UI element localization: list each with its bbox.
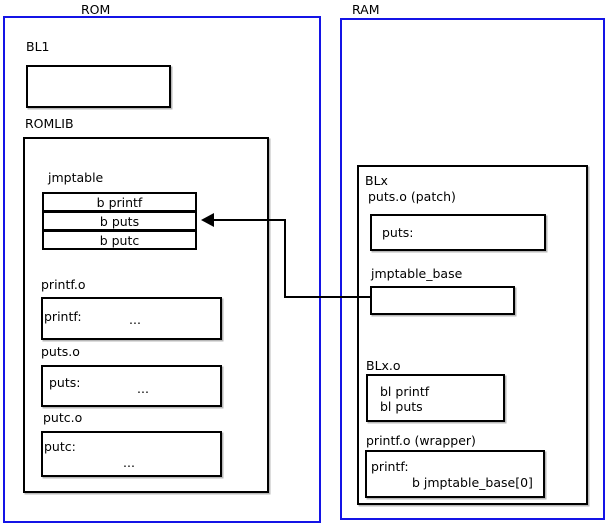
- putc-o-label: putc.o: [43, 410, 83, 425]
- ram-region-title: RAM: [352, 2, 380, 17]
- blx-o-label: BLx.o: [366, 358, 401, 373]
- jmptable-entry-putc: b putc: [42, 230, 197, 250]
- printf-wrapper-label: printf.o (wrapper): [366, 433, 476, 448]
- blx-o-line-1: bl printf: [380, 384, 430, 399]
- printf-o-ellipsis: ...: [129, 312, 141, 327]
- connector-segment-horizontal-upper: [212, 219, 286, 221]
- connector-segment-vertical: [284, 219, 286, 298]
- jmptable-entry-puts: b puts: [42, 211, 197, 231]
- printf-wrapper-symbol: printf:: [371, 459, 409, 474]
- puts-o-box: puts: ...: [41, 365, 222, 407]
- putc-o-ellipsis: ...: [123, 455, 135, 470]
- jmptable-entry-printf: b printf: [42, 192, 197, 212]
- puts-o-label: puts.o: [41, 344, 80, 359]
- printf-wrapper-branch: b jmptable_base[0]: [412, 475, 533, 490]
- puts-patch-symbol: puts:: [382, 225, 414, 240]
- blx-label: BLx: [365, 173, 388, 188]
- puts-o-symbol: puts:: [49, 375, 81, 390]
- printf-o-box: printf: ...: [41, 297, 222, 340]
- putc-o-box: putc: ...: [41, 431, 222, 477]
- connector-segment-horizontal-lower: [285, 296, 371, 298]
- connector-arrowhead-icon: [201, 213, 214, 227]
- bl1-label: BL1: [26, 39, 50, 54]
- ram-region: [340, 18, 605, 520]
- puts-o-ellipsis: ...: [137, 381, 149, 396]
- printf-o-symbol: printf:: [44, 309, 82, 324]
- romlib-label: ROMLIB: [25, 116, 74, 131]
- rom-region: [3, 16, 321, 523]
- blx-o-box: bl printf bl puts: [366, 374, 505, 422]
- bl1-box: [26, 65, 171, 108]
- puts-patch-box: puts:: [370, 214, 546, 251]
- jmptable-label: jmptable: [48, 170, 104, 185]
- puts-patch-label: puts.o (patch): [368, 189, 456, 204]
- jmptable-base-box: [370, 286, 515, 315]
- rom-region-title: ROM: [81, 2, 111, 17]
- blx-o-line-2: bl puts: [380, 399, 423, 414]
- printf-wrapper-box: printf: b jmptable_base[0]: [365, 450, 545, 498]
- putc-o-symbol: putc:: [44, 439, 76, 454]
- jmptable-base-label: jmptable_base: [371, 266, 463, 281]
- printf-o-label: printf.o: [41, 277, 86, 292]
